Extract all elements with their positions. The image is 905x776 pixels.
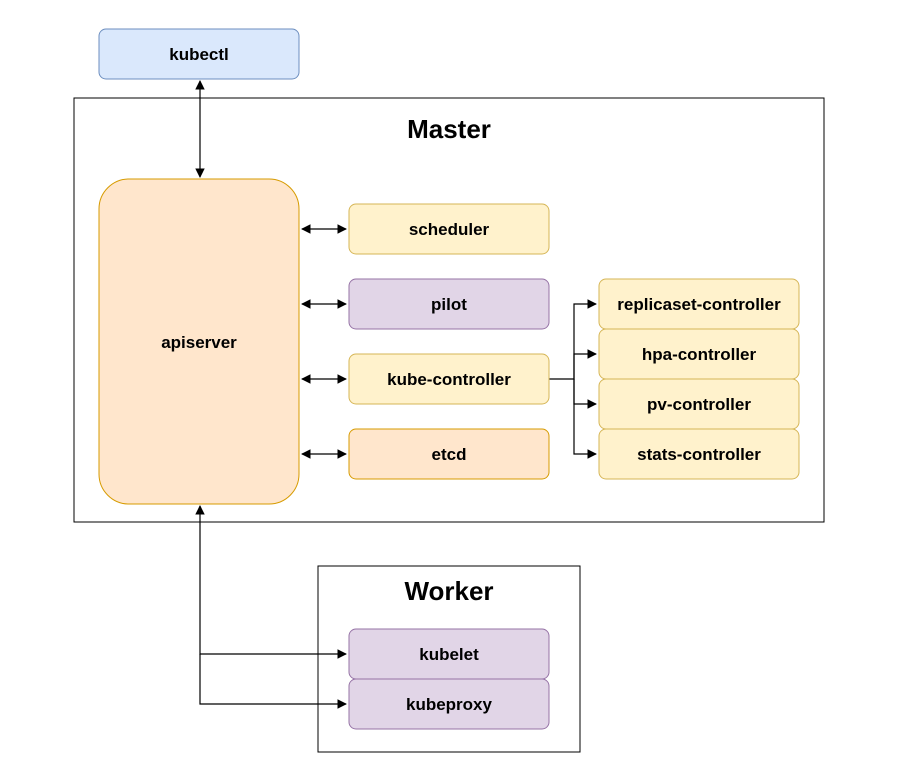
node-apiserver: apiserver (98, 178, 300, 505)
replicaset-controller-label: replicaset-controller (617, 295, 781, 314)
kube-controller-label: kube-controller (387, 370, 511, 389)
stats-controller-label: stats-controller (637, 445, 761, 464)
kubeproxy-label: kubeproxy (406, 695, 493, 714)
kubelet-label: kubelet (419, 645, 479, 664)
etcd-label: etcd (432, 445, 467, 464)
kubectl-label: kubectl (169, 45, 229, 64)
node-hpa-controller: hpa-controller (598, 328, 800, 380)
edge-kube-controller-pv (573, 379, 597, 409)
hpa-controller-label: hpa-controller (642, 345, 757, 364)
node-scheduler: scheduler (348, 203, 550, 255)
master-container (73, 97, 825, 523)
worker-container (317, 565, 581, 753)
master-title: Master (407, 114, 491, 144)
node-kubeproxy: kubeproxy (348, 678, 550, 730)
node-stats-controller: stats-controller (598, 428, 800, 480)
worker-title: Worker (404, 576, 493, 606)
node-replicaset-controller: replicaset-controller (598, 278, 800, 330)
node-pilot: pilot (348, 278, 550, 330)
node-etcd: etcd (348, 428, 550, 480)
scheduler-label: scheduler (409, 220, 490, 239)
node-kube-controller: kube-controller (348, 353, 550, 405)
apiserver-label: apiserver (161, 333, 237, 352)
pv-controller-label: pv-controller (647, 395, 751, 414)
edge-apiserver-kubeproxy (199, 654, 347, 709)
pilot-label: pilot (431, 295, 467, 314)
edge-kube-controller-replicaset (549, 299, 597, 380)
edge-kube-controller-hpa (573, 349, 597, 379)
node-pv-controller: pv-controller (598, 378, 800, 430)
node-kubelet: kubelet (348, 628, 550, 680)
edge-apiserver-kubelet (195, 505, 347, 659)
connectors (195, 80, 597, 709)
edge-kube-controller-stats (573, 379, 597, 459)
node-kubectl: kubectl (98, 28, 300, 80)
